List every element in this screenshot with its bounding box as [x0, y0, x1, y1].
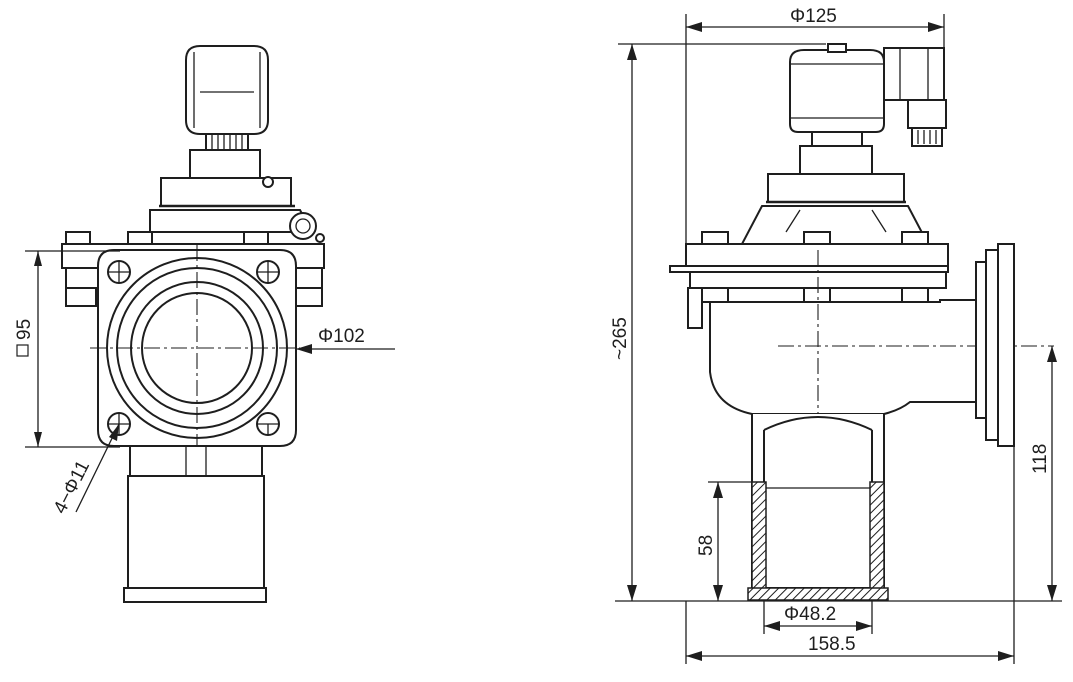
label-inlet-58: 58 [696, 535, 717, 556]
right-view: Φ125 ~265 118 58 [610, 6, 1062, 664]
right-inlet-tube [747, 414, 889, 601]
label-width-158-5: 158.5 [808, 634, 856, 655]
label-top-125: Φ125 [790, 6, 837, 27]
dimension-outlet-118: 118 [1030, 346, 1057, 601]
label-square-95: 95 [14, 319, 35, 340]
right-outlet-flange [975, 243, 1015, 447]
label-outlet-118: 118 [1030, 444, 1051, 474]
right-solenoid-coil [789, 43, 947, 175]
dimension-inlet-48-2: Φ48.2 [763, 600, 873, 634]
left-valve-cap [149, 149, 325, 243]
dimension-square-95: 95 [14, 250, 120, 448]
left-solenoid-coil [185, 45, 269, 153]
label-bore-102: Φ102 [318, 326, 365, 347]
label-height-265: ~265 [610, 317, 631, 360]
dimension-bore-102: Φ102 [296, 326, 395, 354]
dimension-inlet-58: 58 [696, 481, 752, 601]
left-square-flange [90, 245, 300, 450]
dimension-width-158-5: 158.5 [685, 446, 1015, 664]
dimension-top-125: Φ125 [685, 6, 945, 244]
right-valve-cap [740, 173, 930, 245]
dimension-height-265: ~265 [610, 43, 1062, 602]
left-outlet-pipe [123, 445, 267, 603]
label-inlet-48-2: Φ48.2 [784, 604, 836, 625]
left-view: 95 Φ102 4−Φ11 [14, 45, 395, 603]
